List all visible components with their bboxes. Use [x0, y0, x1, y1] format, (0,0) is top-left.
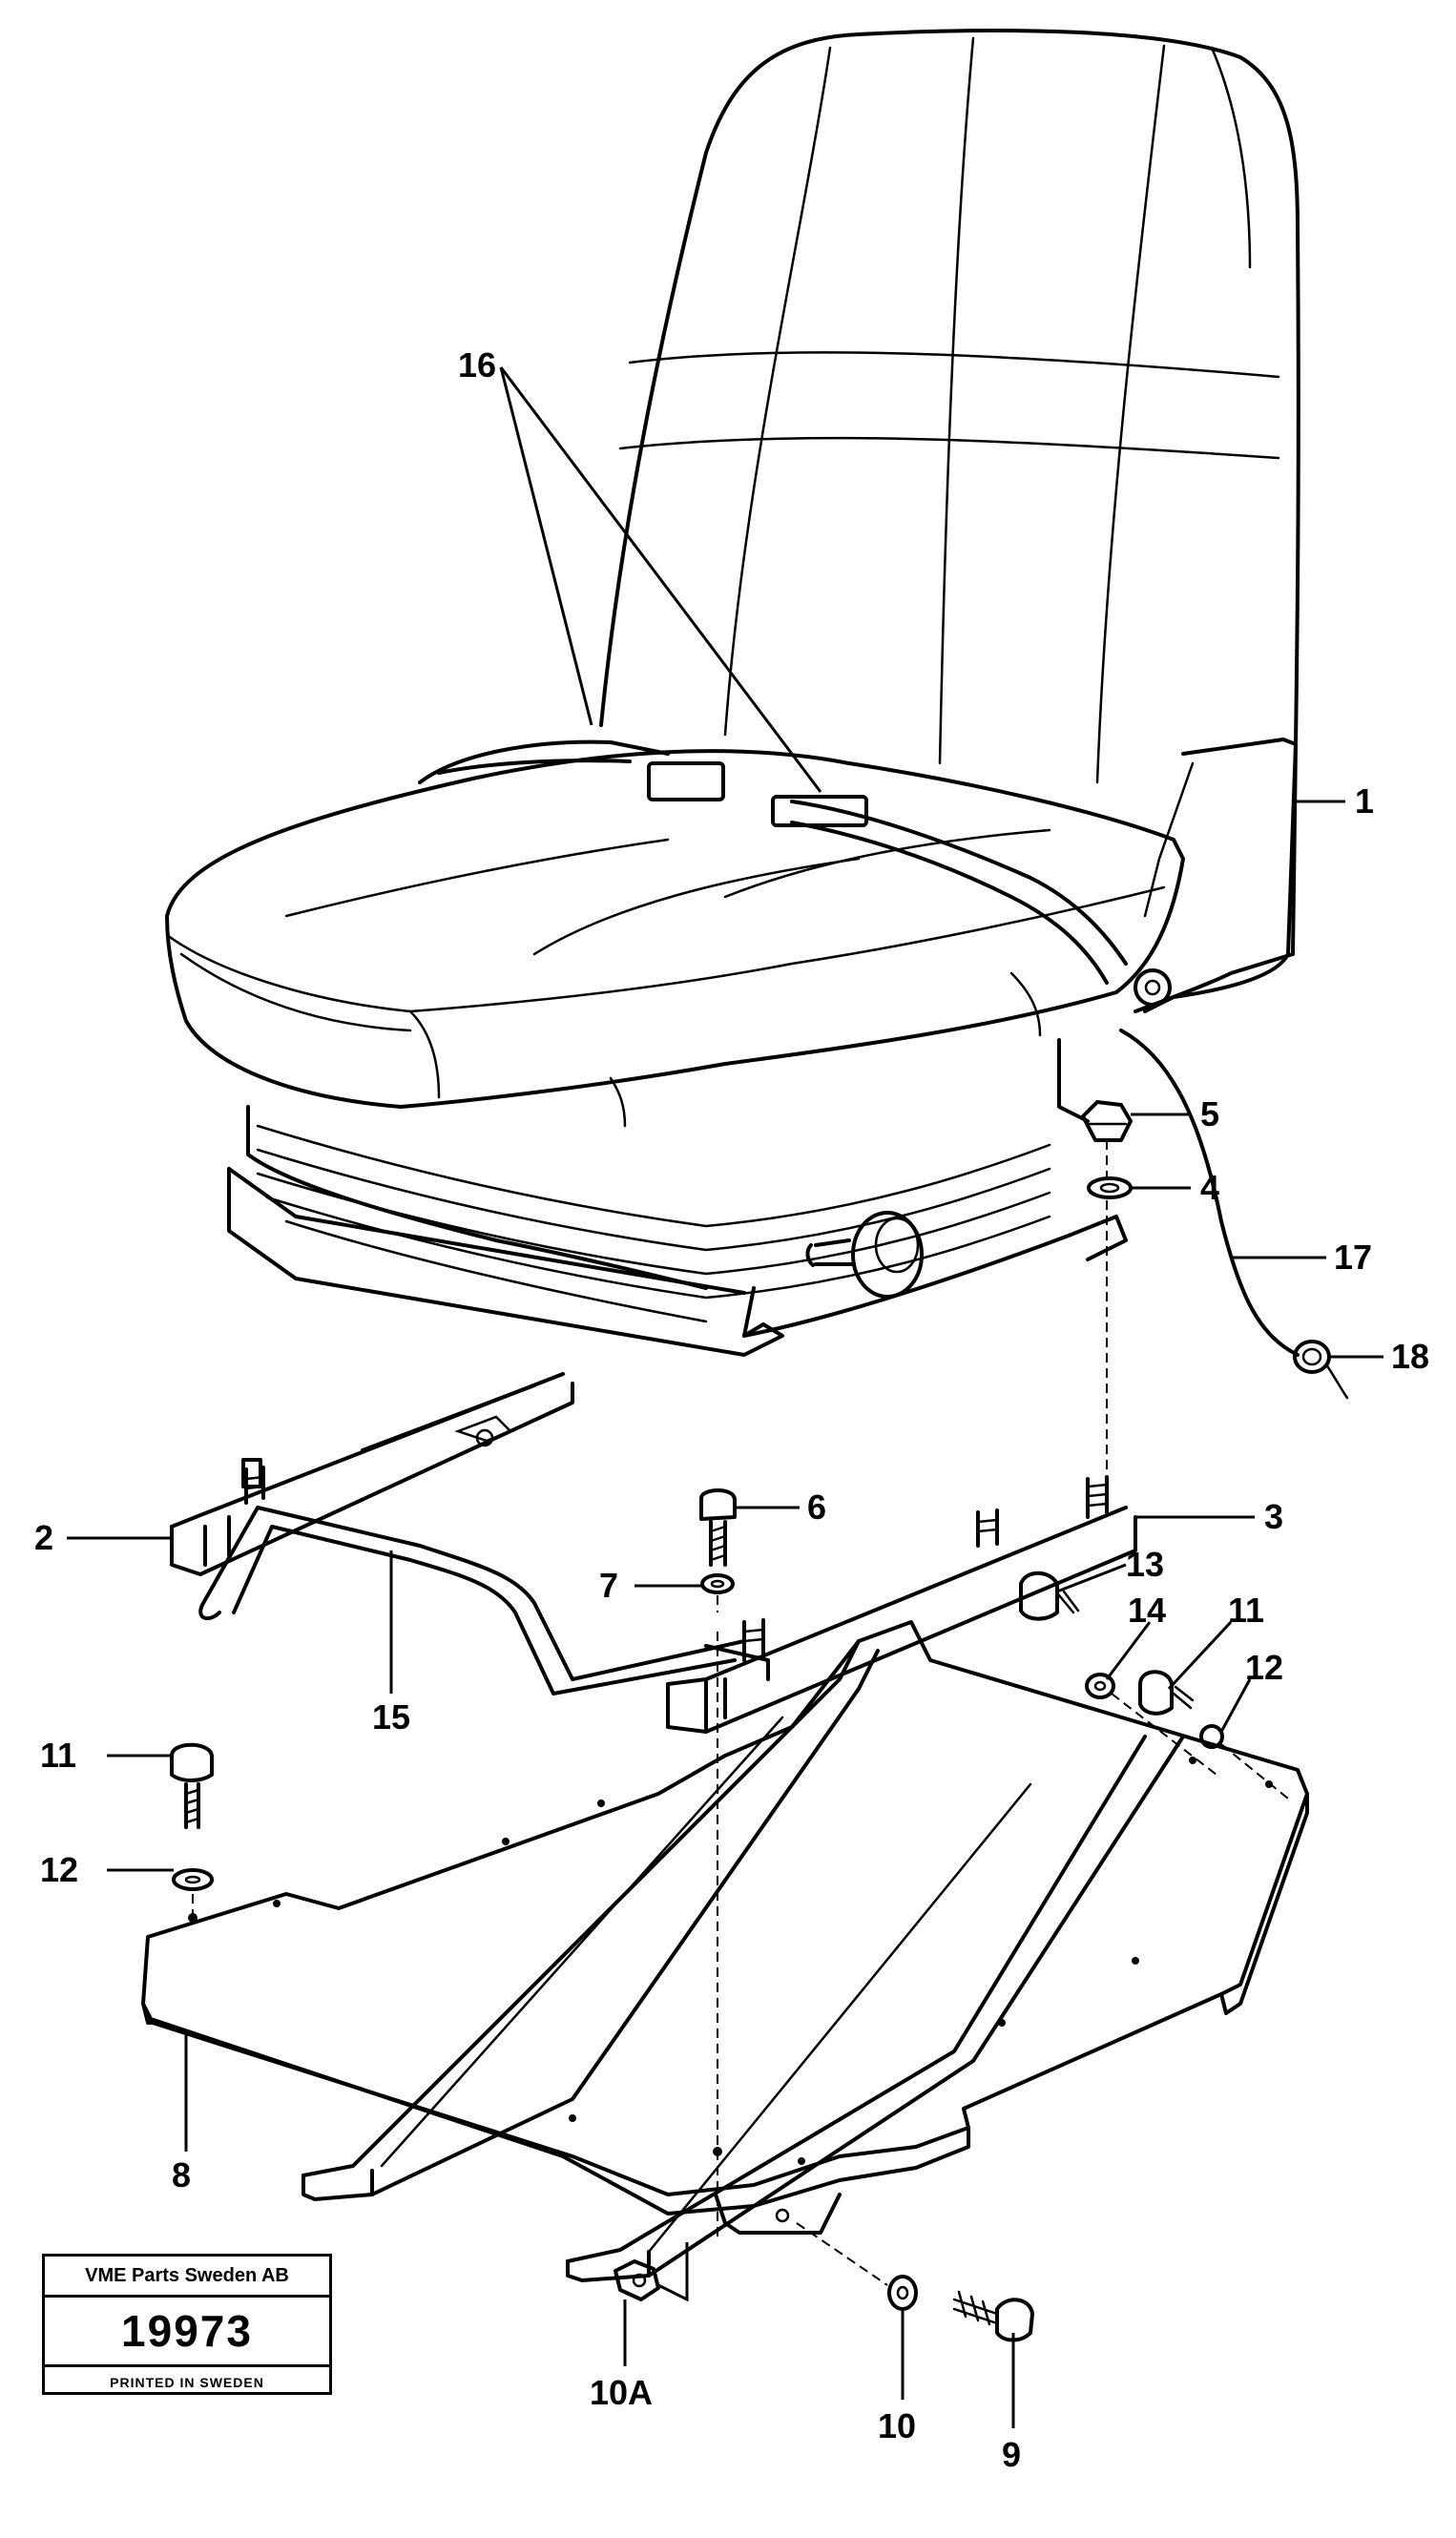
bolt: [699, 1488, 737, 1567]
base-plate: [141, 1620, 1309, 2282]
stamp-company: VME Parts Sweden AB: [45, 2257, 329, 2298]
callout-5: 5: [1200, 1094, 1219, 1134]
callout-8: 8: [172, 2155, 191, 2195]
callout-15: 15: [372, 1697, 410, 1737]
callout-9: 9: [1002, 2435, 1021, 2474]
centerline-10: [796, 2222, 888, 2286]
release-bar: [198, 1506, 746, 1695]
callout-17: 17: [1334, 1238, 1372, 1277]
callout-4: 4: [1200, 1168, 1219, 1207]
bolt-11-left: [170, 1742, 214, 1829]
centerline-12: [1220, 1743, 1289, 1799]
callout-18: 18: [1391, 1337, 1429, 1376]
bolt-11-right: [1138, 1670, 1195, 1716]
washer: [1087, 1176, 1133, 1199]
nut: [1081, 1100, 1133, 1142]
sensor-wire: [1119, 1029, 1300, 1357]
callout-13: 13: [1126, 1545, 1164, 1584]
washer-10: [887, 2275, 918, 2311]
seat-belt: [418, 739, 1172, 1007]
seat-backrest: [599, 29, 1300, 1013]
seat-cushion: [165, 749, 1185, 1128]
callout-10: 10: [878, 2406, 916, 2445]
bolt-13: [1019, 1571, 1080, 1621]
washer-7: [700, 1573, 735, 1594]
callout-14: 14: [1128, 1591, 1166, 1630]
callout-16: 16: [458, 345, 496, 385]
right-slide-rail: [244, 1466, 1137, 1734]
bolt-9: [952, 2290, 1034, 2342]
centerline-14: [1111, 1693, 1217, 1776]
callout-1: 1: [1355, 781, 1374, 821]
washer-12-right: [1199, 1724, 1224, 1749]
callout-11-left: 11: [40, 1736, 76, 1775]
callout-12-left: 12: [40, 1850, 78, 1889]
stamp-number: 19973: [45, 2298, 329, 2367]
seat-suspension: [227, 1038, 1128, 1357]
sensor-wire-end: [1324, 1363, 1349, 1400]
washer-14: [1085, 1673, 1115, 1699]
publisher-stamp: VME Parts Sweden AB 19973 PRINTED IN SWE…: [42, 2254, 332, 2395]
stamp-footer: PRINTED IN SWEDEN: [110, 2375, 264, 2390]
callout-12-right: 12: [1245, 1648, 1283, 1687]
washer-12-left: [172, 1868, 214, 1891]
left-slide-rail: [170, 1372, 574, 1576]
callout-3: 3: [1264, 1497, 1283, 1536]
leader-lines: [67, 366, 1383, 2428]
callout-2: 2: [34, 1518, 53, 1557]
callout-10a: 10A: [590, 2373, 653, 2412]
grommet: [1293, 1340, 1331, 1374]
callout-7: 7: [599, 1566, 618, 1605]
callouts: 16 1 5 4 17 18 2 3 6 7 13 14 11 12 15 11…: [34, 345, 1429, 2474]
callout-11-right: 11: [1228, 1591, 1264, 1630]
callout-6: 6: [807, 1487, 826, 1527]
nut-10a: [614, 2259, 660, 2301]
